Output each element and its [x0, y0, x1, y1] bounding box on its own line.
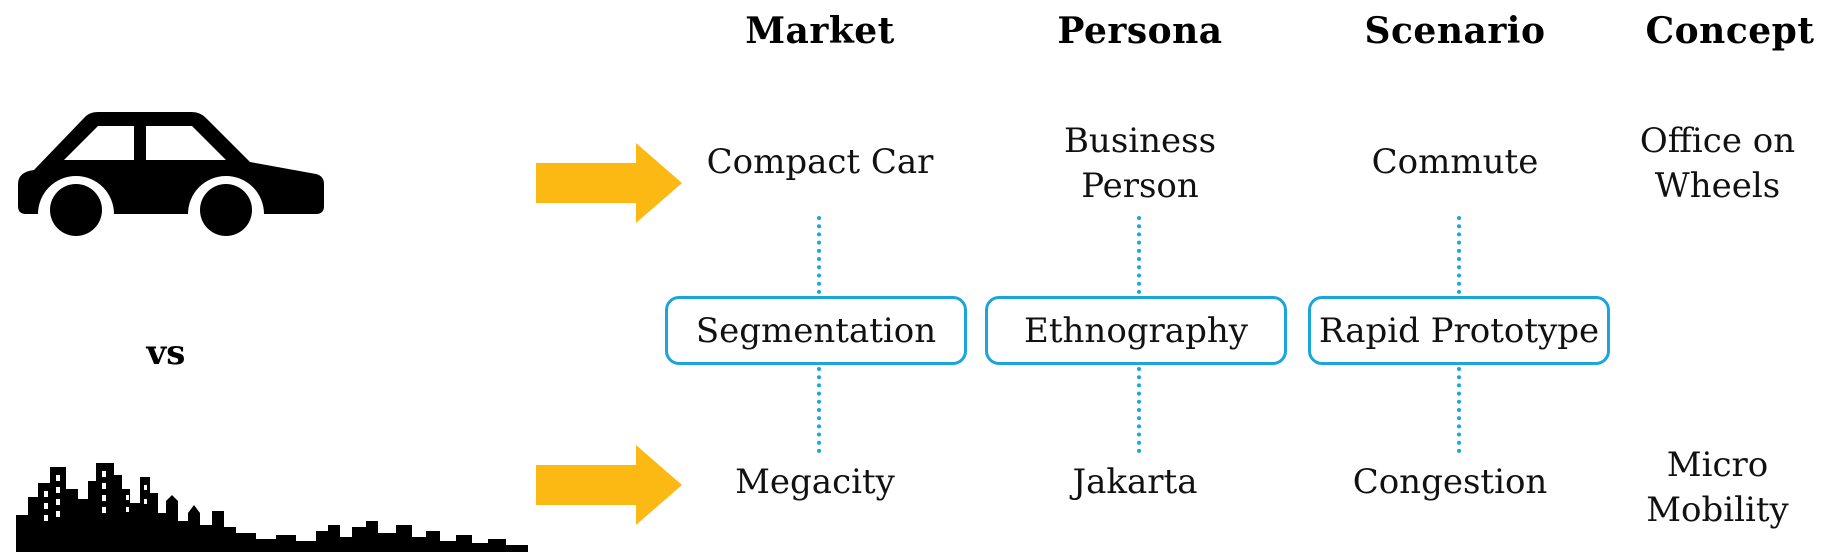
connector-persona-upper: [1137, 216, 1141, 294]
concept-bottom: Micro Mobility: [1646, 445, 1789, 530]
header-persona: Persona: [1057, 10, 1223, 52]
connector-scenario-lower: [1457, 367, 1461, 453]
market-top: Compact Car: [706, 142, 934, 182]
header-scenario: Scenario: [1364, 10, 1546, 52]
concept-top: Office on Wheels: [1639, 121, 1796, 206]
persona-bottom: Jakarta: [1072, 462, 1198, 502]
connector-persona-lower: [1137, 367, 1141, 453]
arrow-right-icon: [536, 143, 682, 223]
persona-top: Business Person: [1063, 121, 1217, 206]
method-rapid-prototype: Rapid Prototype: [1308, 296, 1610, 365]
market-bottom: Megacity: [735, 462, 895, 502]
scenario-bottom: Congestion: [1352, 462, 1548, 502]
method-ethnography: Ethnography: [985, 296, 1287, 365]
method-segmentation: Segmentation: [665, 296, 967, 365]
header-market: Market: [745, 10, 895, 52]
vs-label: vs: [146, 333, 186, 373]
car-icon: [18, 112, 324, 243]
connector-market-upper: [817, 216, 821, 294]
connector-market-lower: [817, 367, 821, 453]
city-skyline-icon: [16, 463, 528, 552]
arrow-right-icon: [536, 445, 682, 525]
scenario-top: Commute: [1371, 142, 1539, 182]
connector-scenario-upper: [1457, 216, 1461, 294]
header-concept: Concept: [1645, 10, 1815, 52]
